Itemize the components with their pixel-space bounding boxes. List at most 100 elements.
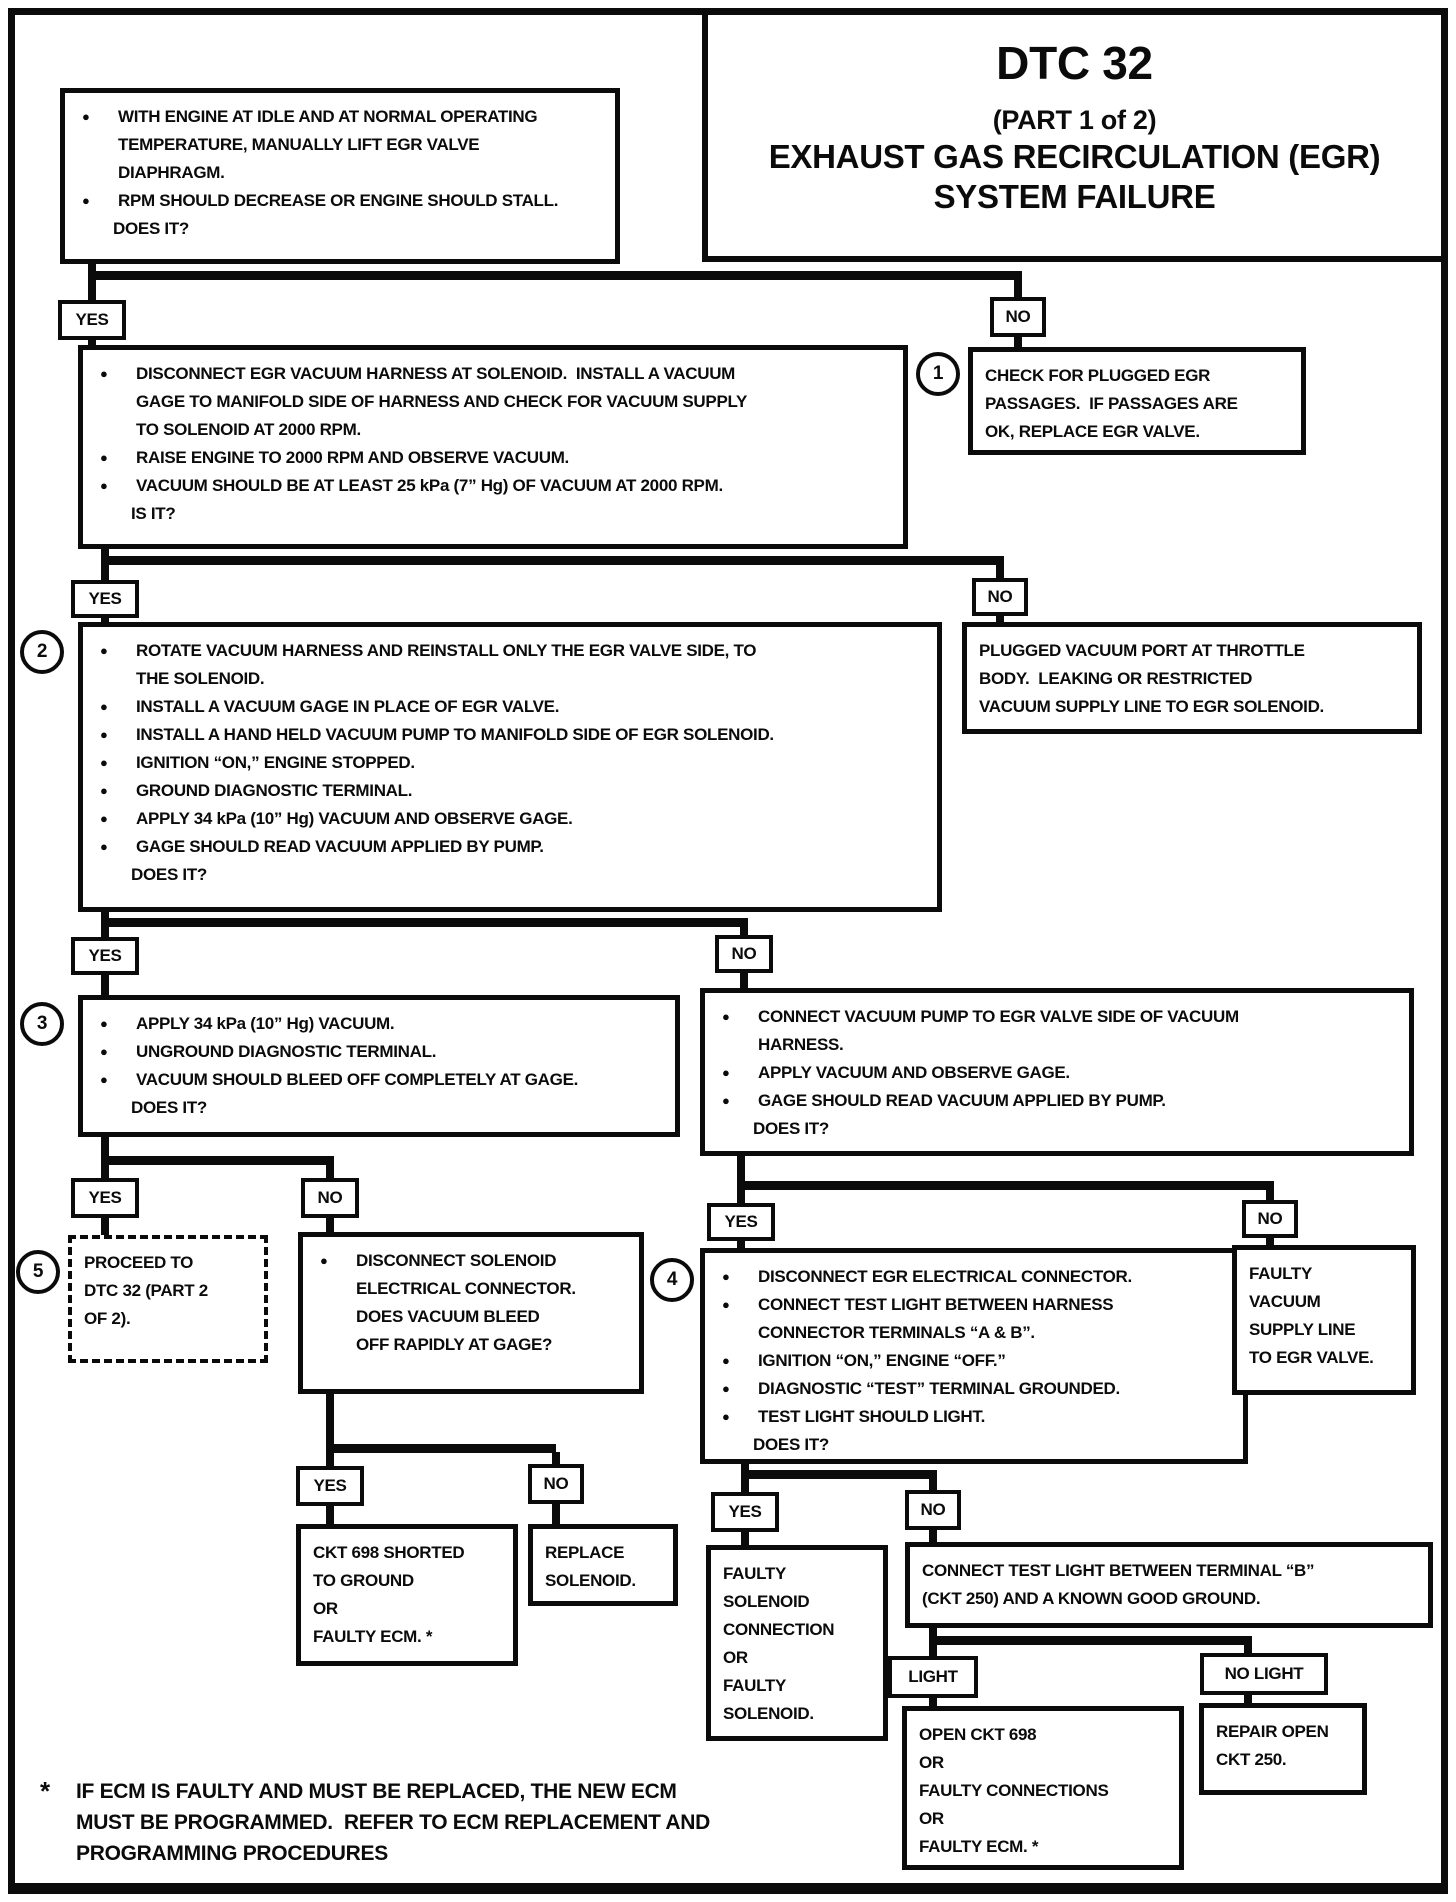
decision-test-light-ab: ●DISCONNECT EGR ELECTRICAL CONNECTOR.●CO…	[700, 1248, 1248, 1464]
connector-line	[1244, 1644, 1252, 1655]
connector-line	[996, 565, 1004, 579]
bullet-text: CONNECT TEST LIGHT BETWEEN HARNESS CONNE…	[758, 1295, 1114, 1342]
connector-line	[1014, 271, 1022, 297]
connector-line	[326, 1504, 334, 1526]
bullet-text: VACUUM SHOULD BLEED OFF COMPLETELY AT GA…	[136, 1070, 579, 1089]
bullet-list: ●DISCONNECT EGR ELECTRICAL CONNECTOR.●CO…	[717, 1263, 1233, 1431]
bullet-icon: ●	[722, 1093, 730, 1108]
branch-light: LIGHT	[888, 1656, 978, 1698]
bullet-text: DISCONNECT EGR VACUUM HARNESS AT SOLENOI…	[136, 364, 748, 439]
bullet-text: GAGE SHOULD READ VACUUM APPLIED BY PUMP.	[758, 1091, 1166, 1110]
outcome-check-egr-passages: CHECK FOR PLUGGED EGR PASSAGES. IF PASSA…	[968, 347, 1306, 455]
bullet-text: RPM SHOULD DECREASE OR ENGINE SHOULD STA…	[118, 191, 559, 210]
connector-line	[101, 1137, 109, 1161]
connector-line	[737, 1189, 745, 1205]
question-tail: DOES IT?	[131, 865, 207, 884]
bullet-list: ● ROTATE VACUUM HARNESS AND REINSTALL ONL…	[95, 637, 927, 861]
bullet-text: DIAGNOSTIC “TEST” TERMINAL GROUNDED.	[758, 1379, 1120, 1398]
bullet-text: DISCONNECT EGR ELECTRICAL CONNECTOR.	[758, 1267, 1132, 1286]
connector-line	[741, 1462, 749, 1477]
bullet-item: ●IGNITION “ON,” ENGINE “OFF.”	[717, 1347, 1233, 1375]
bullet-item: ●APPLY 34 kPa (10” Hg) VACUUM.	[95, 1010, 665, 1038]
outcome-repair-ckt250: REPAIR OPEN CKT 250.	[1199, 1703, 1367, 1795]
bullet-icon: ●	[320, 1253, 328, 1268]
connector-line	[326, 1394, 334, 1450]
bullet-text: APPLY 34 kPa (10” Hg) VACUUM AND OBSERVE…	[136, 809, 573, 828]
connector-line	[996, 614, 1004, 624]
branch-yes-4b: YES	[707, 1203, 775, 1241]
outcome-ckt698-shorted: CKT 698 SHORTED TO GROUND OR FAULTY ECM.…	[296, 1524, 518, 1666]
branch-yes-5b: YES	[711, 1492, 779, 1532]
dtc-code: DTC 32	[996, 37, 1153, 89]
bullet-item: ●DISCONNECT EGR ELECTRICAL CONNECTOR.	[717, 1263, 1233, 1291]
ref-circle-2: 2	[20, 630, 64, 674]
bullet-text: APPLY VACUUM AND OBSERVE GAGE.	[758, 1063, 1070, 1082]
title-line2: SYSTEM FAILURE	[933, 178, 1216, 215]
bullet-icon: ●	[100, 450, 108, 465]
branch-no-5a: NO	[528, 1464, 584, 1504]
bullet-icon: ●	[100, 755, 108, 770]
bullet-item: ●WITH ENGINE AT IDLE AND AT NORMAL OPERA…	[77, 103, 605, 187]
connector-line	[929, 1478, 937, 1492]
decision-bleed-off-test: ●APPLY 34 kPa (10” Hg) VACUUM.●UNGROUND …	[78, 995, 680, 1137]
bullet-item: ●GAGE SHOULD READ VACUUM APPLIED BY PUMP…	[95, 833, 927, 861]
connector-line	[88, 271, 1022, 280]
bullet-icon: ●	[722, 1409, 730, 1424]
outcome-faulty-solenoid: FAULTY SOLENOID CONNECTION OR FAULTY SOL…	[706, 1545, 888, 1741]
question-tail: DOES IT?	[131, 1098, 207, 1117]
connector-line	[740, 971, 748, 990]
footnote-asterisk: *	[40, 1776, 50, 1806]
connector-line	[1014, 335, 1022, 348]
bullet-icon: ●	[722, 1065, 730, 1080]
bullet-item: ● INSTALL A HAND HELD VACUUM PUMP TO MANI…	[95, 721, 927, 749]
bullet-text: IGNITION “ON,” ENGINE STOPPED.	[136, 753, 415, 772]
question-tail: DOES IT?	[113, 219, 189, 238]
outcome-faulty-vacuum-supply: FAULTY VACUUM SUPPLY LINE TO EGR VALVE.	[1232, 1245, 1416, 1395]
connector-line	[741, 1530, 749, 1547]
connector-line	[326, 1452, 334, 1468]
question-tail: DOES IT?	[753, 1119, 829, 1138]
branch-yes-5a: YES	[296, 1466, 364, 1506]
connector-line	[101, 556, 1004, 565]
connector-line	[101, 616, 109, 624]
outcome-replace-solenoid: REPLACE SOLENOID.	[528, 1524, 678, 1606]
bullet-text: GAGE SHOULD READ VACUUM APPLIED BY PUMP.	[136, 837, 544, 856]
bullet-icon: ●	[100, 727, 108, 742]
connector-line	[929, 1696, 937, 1708]
connector-line	[101, 1216, 109, 1237]
title-part: (PART 1 of 2)	[992, 105, 1157, 135]
connector-line	[1244, 1693, 1252, 1705]
connector-line	[326, 1216, 334, 1234]
ref-circle-3: 3	[20, 1002, 64, 1046]
connector-line	[326, 1444, 556, 1453]
connector-line	[88, 338, 96, 346]
outcome-proceed-part-2: PROCEED TO DTC 32 (PART 2 OF 2).	[68, 1235, 268, 1363]
bullet-text: APPLY 34 kPa (10” Hg) VACUUM.	[136, 1014, 395, 1033]
bullet-item: ● APPLY VACUUM AND OBSERVE GAGE.	[717, 1059, 1399, 1087]
connector-line	[737, 1239, 745, 1250]
branch-yes-1: YES	[58, 300, 126, 340]
connector-line	[552, 1452, 560, 1466]
bullet-icon: ●	[100, 1044, 108, 1059]
bullet-text: VACUUM SHOULD BE AT LEAST 25 kPa (7” Hg)…	[136, 476, 723, 495]
bullet-icon: ●	[100, 366, 108, 381]
bullet-icon: ●	[722, 1009, 730, 1024]
bullet-text: INSTALL A HAND HELD VACUUM PUMP TO MANIF…	[136, 725, 774, 744]
branch-no-5b: NO	[905, 1490, 961, 1530]
bullet-icon: ●	[100, 478, 108, 493]
bullet-item: ● DIAGNOSTIC “TEST” TERMINAL GROUNDED.	[717, 1375, 1233, 1403]
connector-line	[929, 1528, 937, 1544]
bullet-icon: ●	[100, 783, 108, 798]
bullet-list: ●CONNECT VACUUM PUMP TO EGR VALVE SIDE O…	[717, 1003, 1399, 1115]
bullet-icon: ●	[100, 643, 108, 658]
branch-yes-2: YES	[71, 580, 139, 618]
bullet-icon: ●	[722, 1381, 730, 1396]
bullet-text: INSTALL A VACUUM GAGE IN PLACE OF EGR VA…	[136, 697, 560, 716]
bullet-item: ●UNGROUND DIAGNOSTIC TERMINAL.	[95, 1038, 665, 1066]
bullet-text: IGNITION “ON,” ENGINE “OFF.”	[758, 1351, 1006, 1370]
bullet-item: ● GAGE SHOULD READ VACUUM APPLIED BY PUMP…	[717, 1087, 1399, 1115]
bullet-text: ROTATE VACUUM HARNESS AND REINSTALL ONLY…	[136, 641, 757, 688]
ref-circle-1: 1	[916, 352, 960, 396]
connector-line	[101, 1164, 109, 1180]
connector-line	[1266, 1236, 1274, 1247]
